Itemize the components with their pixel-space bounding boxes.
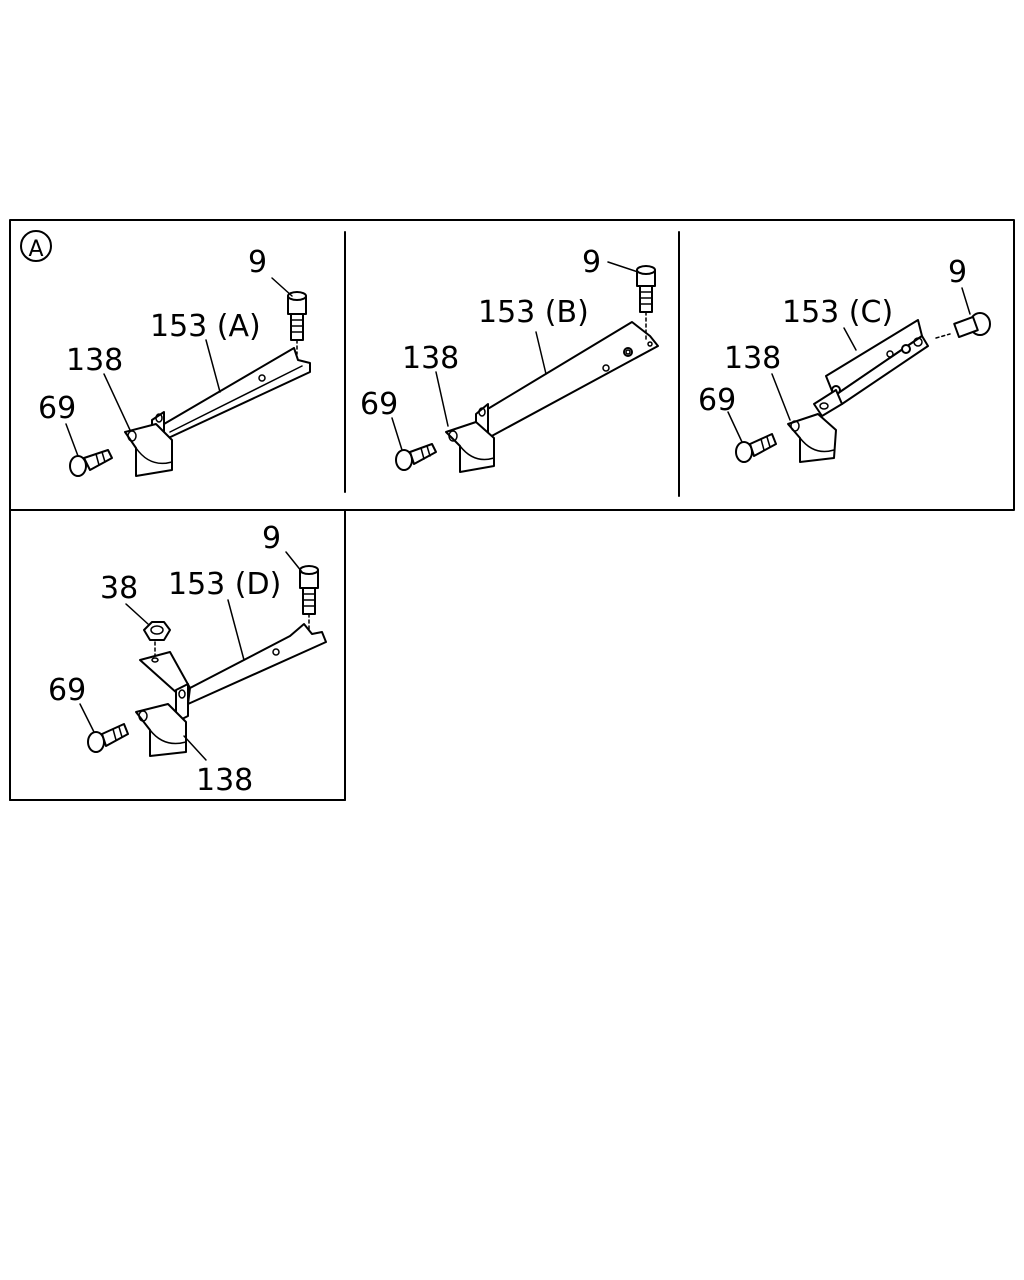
label-9-d: 9 (262, 521, 281, 556)
panel-a: 9 153 (A) 138 69 (38, 245, 311, 477)
bolt-9-c (913, 312, 991, 347)
label-38-d: 38 (100, 571, 138, 606)
label-9-b: 9 (582, 245, 601, 280)
diagram-frame (9, 219, 1015, 801)
bolt-69-b (395, 443, 437, 471)
bolt-69-a (69, 449, 113, 477)
clamp-138-a (124, 423, 173, 477)
label-9-a: 9 (248, 245, 267, 280)
panel-d: 9 38 153 (D) 69 138 (48, 521, 327, 798)
label-138-d: 138 (196, 763, 253, 798)
label-138-b: 138 (402, 341, 459, 376)
panel-b: 9 153 (B) 138 69 (360, 245, 659, 473)
bolt-9-a (287, 291, 307, 355)
label-69-b: 69 (360, 387, 398, 422)
bolt-69-c (735, 433, 777, 463)
label-138-a: 138 (66, 343, 123, 378)
section-marker-letter: A (28, 237, 43, 262)
bracket-153-b (475, 321, 659, 445)
clamp-138-d (135, 703, 187, 757)
bolt-9-d (299, 565, 319, 633)
label-153-d: 153 (D) (168, 567, 281, 602)
label-153-b: 153 (B) (478, 295, 589, 330)
panel-c: 9 153 (C) 138 69 (698, 255, 991, 463)
nut-38-d (143, 621, 171, 657)
clamp-138-c (787, 413, 837, 463)
label-69-a: 69 (38, 391, 76, 426)
label-69-d: 69 (48, 673, 86, 708)
section-marker: A (20, 230, 52, 262)
clamp-138-b (445, 421, 495, 473)
label-153-a: 153 (A) (150, 309, 261, 344)
bracket-153-a (151, 347, 311, 447)
label-153-c: 153 (C) (782, 295, 893, 330)
bracket-153-c (813, 319, 929, 417)
bolt-69-d (87, 723, 129, 753)
label-69-c: 69 (698, 383, 736, 418)
bolt-9-b (636, 265, 656, 341)
label-9-c: 9 (948, 255, 967, 290)
label-138-c: 138 (724, 341, 781, 376)
